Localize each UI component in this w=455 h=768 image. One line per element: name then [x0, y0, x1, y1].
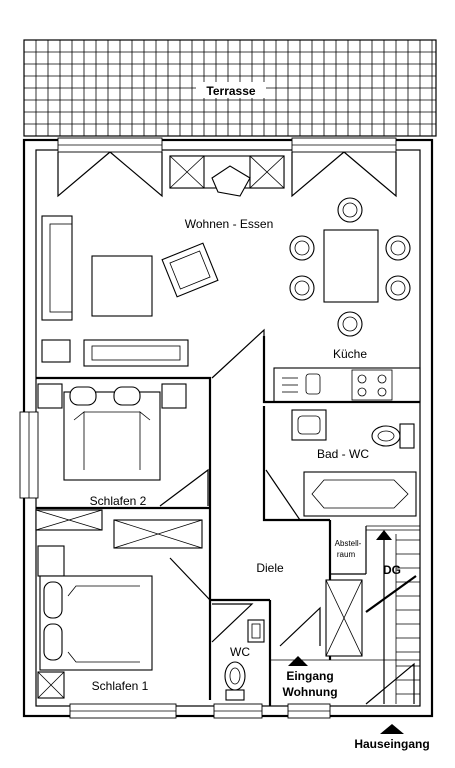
label-eingang-1: Eingang	[286, 669, 333, 683]
bedroom1-furniture	[37, 545, 153, 699]
fireplace-unit	[169, 155, 285, 197]
label-terrasse: Terrasse	[206, 84, 255, 98]
label-abstell-1: Abstell-	[335, 539, 362, 548]
living-furniture	[41, 215, 219, 367]
dg-arrow-icon	[376, 530, 392, 540]
left-window	[19, 411, 39, 499]
label-diele: Diele	[256, 561, 284, 575]
label-wohnen-essen: Wohnen - Essen	[185, 217, 274, 231]
label-schlafen2: Schlafen 2	[90, 494, 147, 508]
door-swings	[159, 328, 415, 705]
label-hauseingang: Hauseingang	[354, 737, 429, 751]
label-abstell-2: raum	[337, 550, 356, 559]
label-kueche: Küche	[333, 347, 367, 361]
label-dg: DG	[383, 563, 401, 577]
terrace-area	[23, 39, 437, 137]
hall-closet	[325, 579, 363, 657]
bottom-windows	[69, 703, 331, 719]
staircase	[365, 525, 420, 704]
kitchen-counter	[273, 367, 421, 403]
label-schlafen1: Schlafen 1	[92, 679, 149, 693]
terrace-doors	[57, 137, 397, 198]
eingang-arrow-icon	[288, 656, 308, 666]
bedroom2-furniture	[35, 383, 203, 549]
label-eingang-2: Wohnung	[282, 685, 337, 699]
bathroom-fixtures	[291, 409, 417, 517]
label-bad-wc: Bad - WC	[317, 447, 369, 461]
hauseingang-arrow-icon	[380, 724, 404, 734]
wc-fixtures	[224, 619, 265, 701]
label-wc: WC	[230, 645, 250, 659]
dining-set	[289, 197, 411, 337]
